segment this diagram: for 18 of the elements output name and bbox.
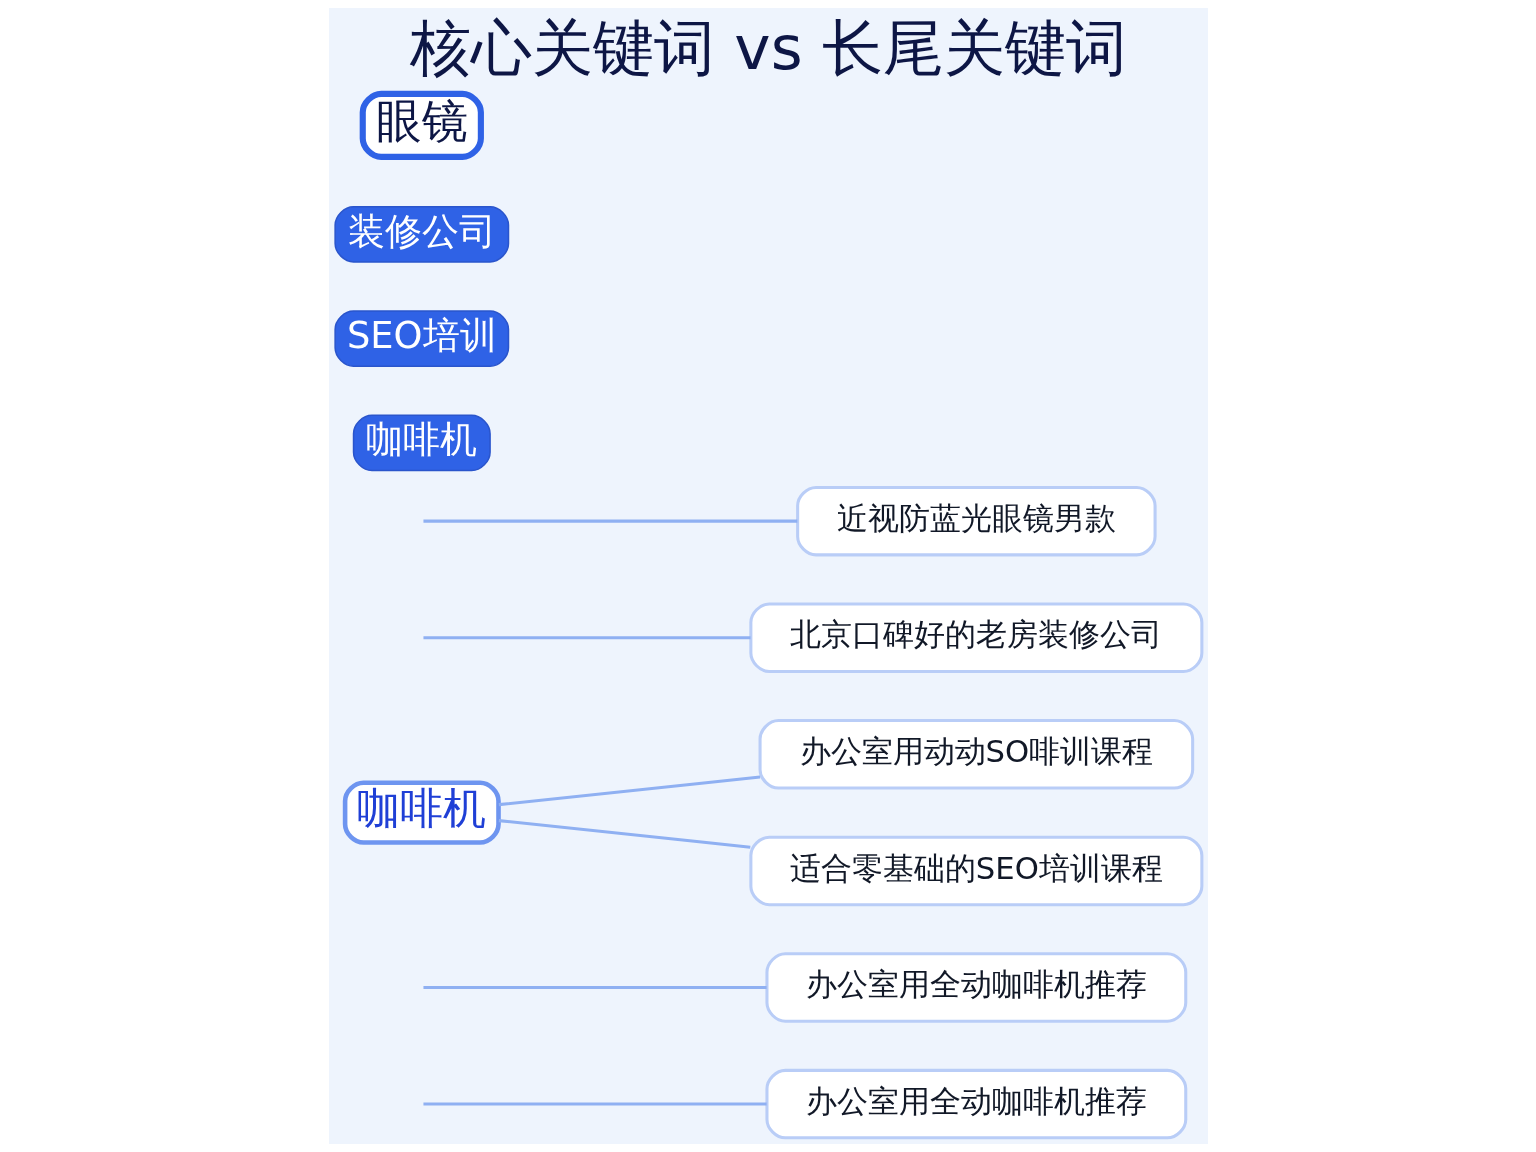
connector <box>422 636 751 640</box>
connector <box>422 1102 767 1106</box>
node-box: 适合零基础的SEO培训课程 <box>748 835 1203 907</box>
node-box: 装修公司 <box>333 205 509 263</box>
connector <box>422 519 797 523</box>
node-box: 北京口碑好的老房装修公司 <box>748 602 1203 674</box>
node-box: 办公室用动动SO啡训课程 <box>758 719 1194 790</box>
node-box: SEO培训 <box>333 310 509 367</box>
node-box: 眼镜 <box>359 90 484 160</box>
node-box: 近视防蓝光眼镜男款 <box>795 485 1157 557</box>
diagram-title: 核心关键词 vs 长尾关键词 <box>409 12 1127 84</box>
node-box: 办公室用全动咖啡机推荐 <box>764 1068 1187 1140</box>
node-box: 咖啡机 <box>352 414 491 472</box>
connector <box>422 985 767 990</box>
connector <box>498 819 750 849</box>
connector <box>498 775 760 807</box>
node-box: 咖啡机 <box>342 780 501 845</box>
node-box: 办公室用全动咖啡机推荐 <box>764 952 1187 1023</box>
